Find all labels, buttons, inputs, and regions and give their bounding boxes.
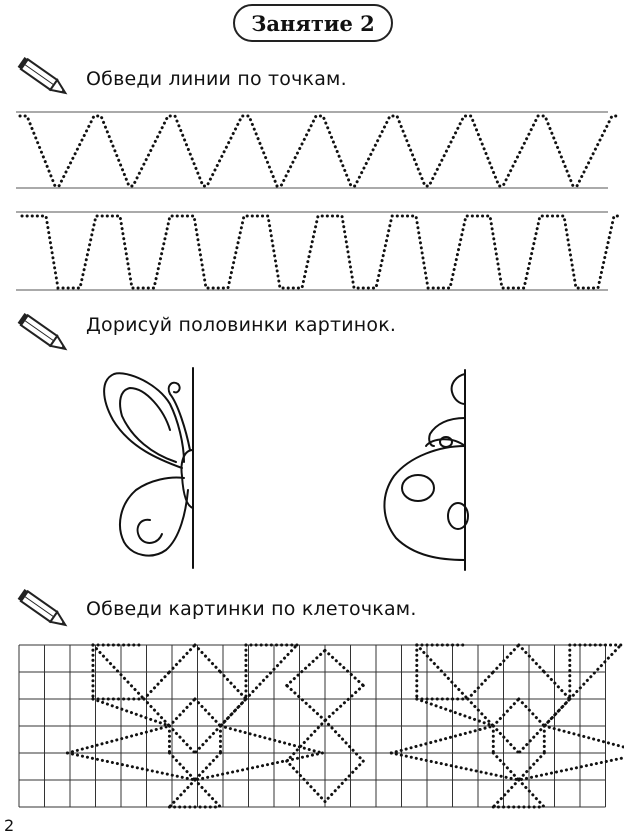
grid-flower-figure: [491, 751, 521, 782]
grid-flower-figure: [389, 724, 495, 755]
butterfly-lower-wing-inner: [136, 518, 163, 544]
ladybug-antenna: [450, 373, 466, 405]
grid-flower-figure: [142, 670, 171, 701]
grid-flower-figure: [193, 643, 222, 674]
ladybug-half-picture: [383, 369, 469, 571]
cell-grid: [18, 644, 606, 808]
grid-flower-figure: [91, 643, 146, 701]
grid-flower-figure: [218, 670, 248, 701]
grid-diamond-figure: [323, 719, 365, 763]
grid-flower-figure: [218, 697, 248, 728]
grid-diamond-figure: [323, 648, 365, 687]
ladybug-spot: [447, 502, 469, 530]
grid-flower-figure: [167, 778, 197, 809]
page-number: 2: [4, 816, 15, 835]
grid-flower-figure: [142, 697, 171, 728]
grid-flower-figure: [389, 751, 521, 782]
grid-flower-figure: [65, 751, 197, 782]
tracing-rules: [16, 111, 608, 291]
lesson-title-badge: Занятие 2: [233, 4, 393, 42]
grid-diamond-figure: [285, 719, 327, 763]
grid-flower-figure: [193, 697, 222, 728]
grid-flower-figure: [517, 751, 546, 782]
ladybug-spot: [439, 436, 453, 448]
grid-flower-figure: [491, 643, 521, 674]
grid-flower-figure: [466, 670, 495, 701]
grid-diamond-figure: [323, 759, 365, 804]
task-3-instruction: Обведи картинки по клеточкам.: [86, 598, 417, 620]
grid-flower-figure: [517, 756, 624, 782]
butterfly-upper-wing: [103, 372, 185, 469]
grid-flower-figure: [244, 643, 299, 701]
grid-flower-figure: [517, 778, 546, 809]
ladybug-head-top: [425, 438, 466, 447]
grid-flower-figure: [218, 724, 324, 755]
grid-flower-figure: [65, 724, 171, 755]
grid-flower-figure: [517, 697, 546, 728]
grid-flower-figure: [517, 643, 546, 674]
task-2-instruction: Дорисуй половинки картинок.: [86, 314, 397, 336]
pencil-icon: [17, 313, 68, 351]
grid-flower-figure: [517, 724, 546, 755]
grid-flower-figure: [167, 751, 197, 782]
zigzag-row-1: [18, 114, 622, 188]
grid-flower-figure: [167, 697, 197, 728]
grid-flower-figure: [542, 724, 624, 749]
grid-flower-figure: [167, 724, 197, 755]
grid-diamond-figure: [285, 648, 327, 687]
dotted-grid-figures: [65, 643, 624, 809]
grid-flower-figure: [466, 697, 495, 728]
grid-flower-figure: [91, 697, 171, 728]
grid-diamond-figure: [285, 759, 327, 804]
grid-flower-figure: [491, 697, 521, 728]
butterfly-antenna: [167, 381, 191, 451]
grid-flower-figure: [415, 643, 470, 701]
butterfly-upper-wing-inner: [119, 387, 177, 463]
grid-diamond-figure: [285, 684, 327, 723]
grid-flower-figure: [568, 643, 623, 701]
butterfly-half-picture: [103, 367, 194, 569]
butterfly-body: [180, 449, 194, 509]
grid-flower-figure: [193, 724, 222, 755]
grid-flower-figure: [542, 670, 572, 701]
ladybug-shell: [383, 445, 466, 561]
grid-flower-figure: [193, 751, 222, 782]
dotted-zigzag-lines: [18, 114, 624, 290]
butterfly-lower-wing: [119, 476, 189, 557]
grid-flower-figure: [193, 751, 324, 782]
zigzag-row-2: [20, 214, 624, 290]
task-1-instruction: Обведи линии по точкам.: [86, 68, 347, 90]
pencil-icon: [17, 589, 68, 627]
ladybug-spot: [401, 474, 435, 502]
grid-flower-figure: [167, 643, 197, 674]
ladybug-head: [428, 417, 466, 447]
lesson-title: Занятие 2: [251, 10, 375, 36]
pencil-icon: [17, 57, 68, 95]
grid-diamond-figure: [323, 684, 365, 723]
grid-flower-figure: [415, 697, 495, 728]
grid-flower-figure: [491, 778, 521, 809]
grid-flower-figure: [491, 724, 521, 755]
grid-flower-figure: [542, 697, 572, 728]
grid-flower-figure: [193, 778, 222, 809]
